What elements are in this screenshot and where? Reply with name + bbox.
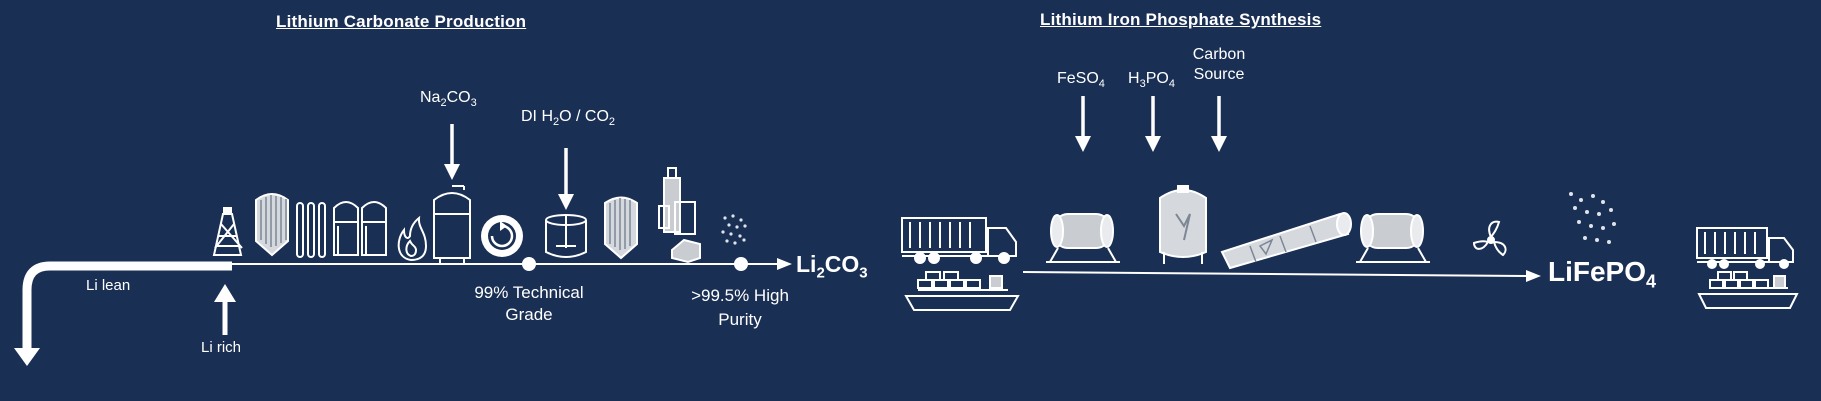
membrane-tubes-icon bbox=[296, 202, 326, 258]
recycle-pump-icon bbox=[481, 215, 523, 257]
li-lean-label: Li lean bbox=[86, 277, 131, 294]
propeller-icon bbox=[1472, 220, 1507, 257]
h3po4-label: H3PO4 bbox=[1128, 70, 1175, 91]
storage-vessel-icon bbox=[1159, 185, 1207, 264]
feso4-input-arrow bbox=[1075, 96, 1091, 152]
na2co3-label: Na2CO3 bbox=[420, 89, 477, 110]
feso4-label: FeSO4 bbox=[1057, 70, 1105, 91]
ball-mill-icon bbox=[1046, 213, 1120, 263]
high-purity-label: >99.5% High Purity bbox=[691, 286, 789, 329]
technical-grade-label: 99% Technical Grade bbox=[474, 283, 584, 324]
carbonate-section-title: Lithium Carbonate Production bbox=[276, 12, 527, 31]
technical-grade-node bbox=[522, 257, 536, 271]
ion-exchange-column-icon bbox=[255, 193, 289, 257]
di-water-co2-label: DI H2O / CO2 bbox=[521, 108, 616, 129]
li2co3-product-label: Li2CO3 bbox=[796, 251, 868, 282]
carbonate-process-line bbox=[232, 258, 792, 270]
na2co3-input-arrow bbox=[444, 124, 460, 180]
truck-icon bbox=[901, 217, 1017, 264]
precipitation-reactor-icon bbox=[433, 185, 471, 264]
li-rich-arrow bbox=[214, 284, 236, 335]
lfp-section-title: Lithium Iron Phosphate Synthesis bbox=[1040, 10, 1322, 29]
carbon-source-label: Carbon Source bbox=[1192, 46, 1246, 83]
truck-icon bbox=[1696, 227, 1794, 269]
stirred-tank-icon bbox=[545, 214, 587, 258]
cargo-ship-icon bbox=[1697, 271, 1799, 309]
cargo-ship-icon bbox=[904, 271, 1020, 311]
drilling-rig-icon bbox=[212, 207, 243, 256]
dryer-icon bbox=[658, 167, 701, 264]
li-lean-pipe bbox=[14, 261, 232, 366]
flame-icon bbox=[397, 215, 428, 262]
h3po4-input-arrow bbox=[1145, 96, 1161, 152]
powder-particles-icon bbox=[1569, 192, 1616, 244]
lifepo4-product-label: LiFePO4 bbox=[1548, 256, 1657, 292]
powder-particles-icon bbox=[721, 214, 747, 245]
rotary-kiln-icon bbox=[1220, 212, 1352, 270]
high-purity-node bbox=[734, 257, 748, 271]
li-rich-label: Li rich bbox=[201, 339, 242, 356]
lfp-process-line bbox=[1022, 270, 1541, 282]
ball-mill-icon bbox=[1356, 213, 1430, 263]
di-water-input-arrow bbox=[558, 148, 574, 210]
filter-column-icon bbox=[604, 196, 638, 260]
carbon-source-input-arrow bbox=[1211, 96, 1227, 152]
evaporator-tanks-icon bbox=[333, 201, 387, 256]
